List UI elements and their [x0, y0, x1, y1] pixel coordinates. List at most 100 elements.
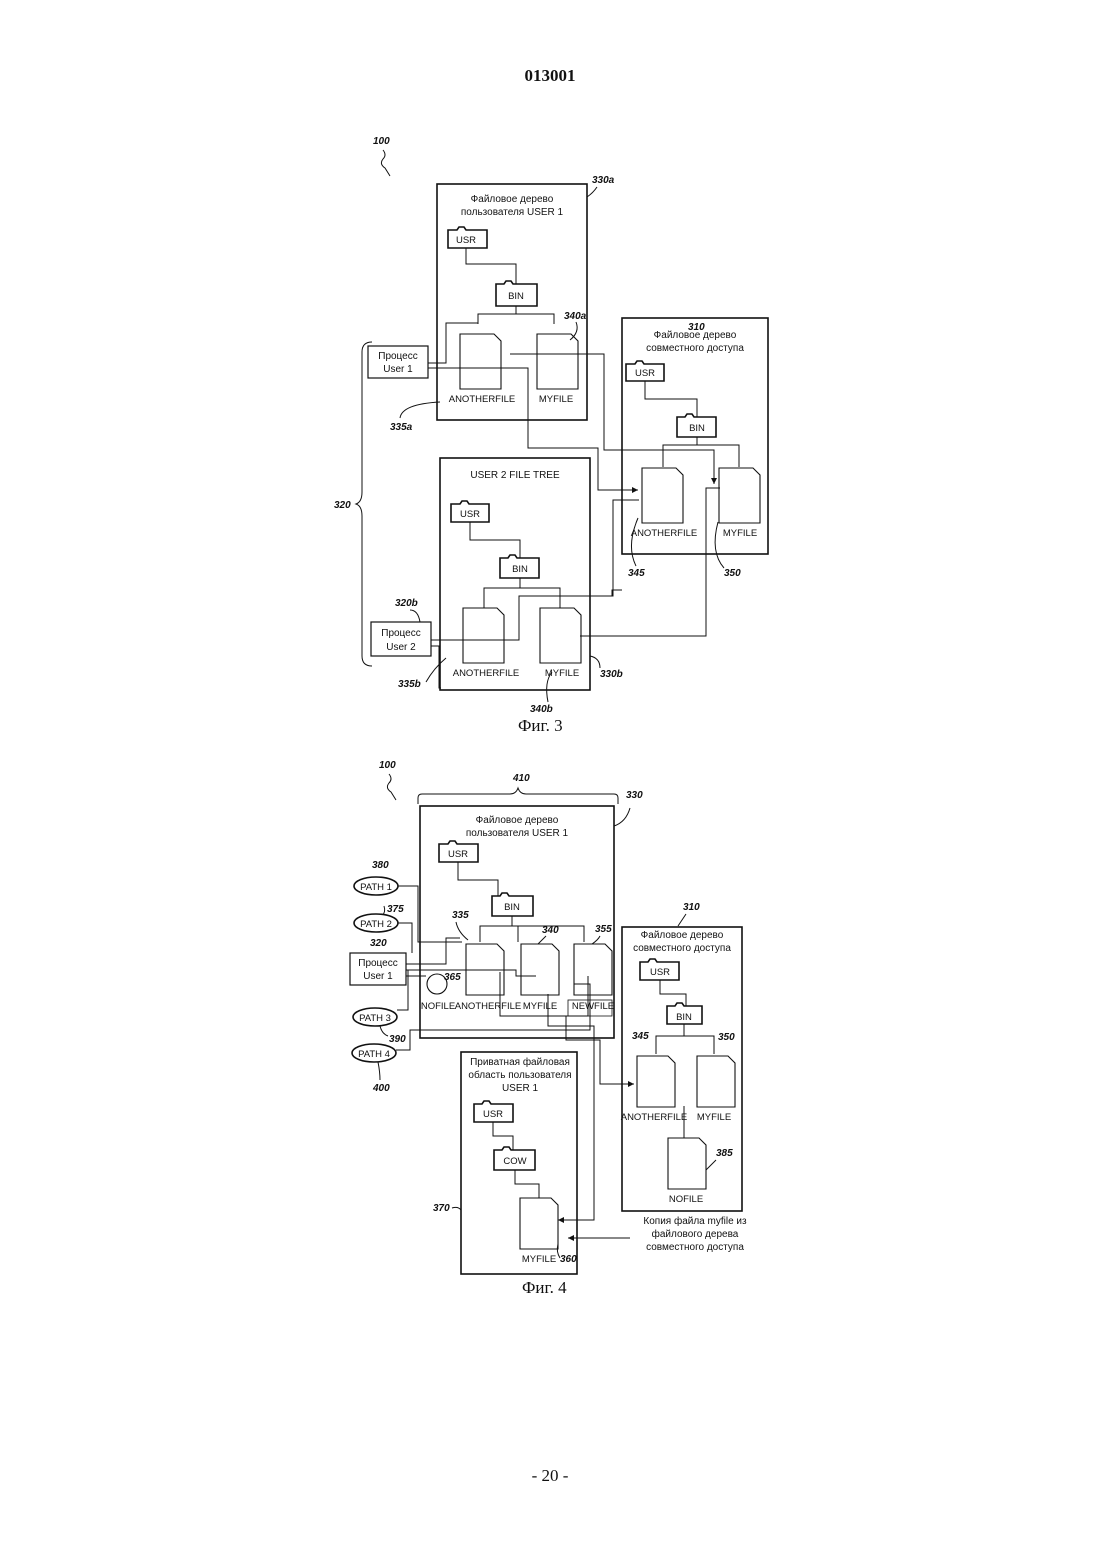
fig3-user1-anotherfile-label: ANOTHERFILE [449, 394, 516, 405]
fig3-user1-myfile-label: MYFILE [539, 394, 573, 405]
fig4-shared-tree-title-2: совместного доступа [633, 943, 731, 954]
fig3-shared-anotherfile-label: ANOTHERFILE [631, 528, 698, 539]
fig4-ref-410: 410 [512, 773, 530, 784]
fig3-process1-line2: User 1 [383, 364, 413, 375]
fig3-user2-bin-label: BIN [512, 564, 528, 575]
fig4-ref-340: 340 [542, 925, 559, 936]
fig4-private-title-3: USER 1 [502, 1083, 539, 1094]
fig3-shared-myfile-icon [719, 468, 760, 523]
fig3-user1-tree-title-2: пользователя USER 1 [461, 207, 564, 218]
fig4-ref-370: 370 [433, 1203, 450, 1214]
fig3-ref-320b: 320b [395, 598, 418, 609]
fig3-ref-330b-leader [590, 656, 600, 668]
fig4-process-line2: User 1 [363, 971, 393, 982]
fig4-path1-label: PATH 1 [360, 882, 392, 893]
fig4-ref-360: 360 [560, 1254, 577, 1265]
fig3-caption: Фиг. 3 [518, 716, 563, 736]
fig4-private-myfile-icon [520, 1198, 558, 1249]
fig4-line-path2 [398, 923, 412, 953]
fig4-shared-myfile-label: MYFILE [697, 1112, 731, 1123]
fig4-user1-anotherfile-label: ANOTHERFILE [455, 1001, 522, 1012]
fig3-user2-usr-label: USR [460, 509, 480, 520]
fig4-ref-390-leader [380, 1026, 388, 1036]
fig4-ref-350: 350 [718, 1032, 735, 1043]
fig3-line-p2-to-anotherfile [431, 646, 441, 688]
fig3-user2-tree-title: USER 2 FILE TREE [470, 470, 560, 481]
fig4-user1-newfile-label: NEWFILE [572, 1001, 614, 1012]
fig3-shared-usr-label: USR [635, 368, 655, 379]
fig3-ref-320b-leader [410, 610, 420, 622]
fig4-copy-note-1: Копия файла myfile из [643, 1215, 747, 1227]
fig4-user1-newfile-icon [574, 944, 612, 995]
fig3-shared-tree-title-2: совместного доступа [646, 343, 744, 354]
fig4-ref-100: 100 [379, 760, 396, 771]
fig4-user1-tree-title-1: Файловое дерево [476, 815, 559, 826]
fig4-shared-anotherfile-label: ANOTHERFILE [621, 1112, 688, 1123]
fig4-path4-label: PATH 4 [358, 1049, 390, 1060]
fig3-user1-myfile-icon [537, 334, 578, 389]
fig4-ref-400: 400 [372, 1083, 390, 1094]
fig3-ref-330a: 330a [592, 175, 615, 186]
fig3-shared-anotherfile-icon [642, 468, 683, 523]
fig4-private-cow-label: COW [503, 1156, 526, 1167]
fig3-ref-100: 100 [373, 136, 390, 147]
page-number: - 20 - [0, 1466, 1100, 1486]
fig4-ref-370-leader [452, 1207, 461, 1210]
fig3-ref-340a: 340a [564, 311, 587, 322]
fig4-ref-355: 355 [595, 924, 612, 935]
fig3-ref-320: 320 [334, 500, 351, 511]
figure-3: 100 Файловое дерево пользователя USER 1 … [334, 136, 768, 715]
fig4-ref-330-leader [614, 808, 630, 826]
fig4-ref-100-squiggle [387, 774, 396, 800]
fig3-ref-330a-leader [587, 187, 597, 197]
fig4-ref-335: 335 [452, 910, 469, 921]
fig4-user1-usr-label: USR [448, 849, 468, 860]
fig3-process-group-brace [356, 342, 372, 666]
fig4-ref-365: 365 [444, 972, 461, 983]
fig4-private-title-2: область пользователя [468, 1069, 571, 1081]
fig3-ref-335a-leader [400, 402, 440, 418]
fig4-process-line1: Процесс [358, 958, 398, 969]
fig4-ref-345: 345 [632, 1031, 649, 1042]
fig4-ref-390: 390 [389, 1034, 406, 1045]
fig3-shared-myfile-label: MYFILE [723, 528, 757, 539]
fig3-user2-anotherfile-label: ANOTHERFILE [453, 668, 520, 679]
fig3-ref-340b: 340b [530, 704, 553, 715]
fig4-shared-usr-label: USR [650, 967, 670, 978]
fig4-ref-385: 385 [716, 1148, 733, 1159]
fig4-ref-320: 320 [370, 938, 387, 949]
fig4-copy-note-2: файлового дерева [652, 1228, 739, 1240]
fig3-user2-myfile-label: MYFILE [545, 668, 579, 679]
fig3-user1-usr-label: USR [456, 235, 476, 246]
fig3-process2-line2: User 2 [386, 642, 416, 653]
fig4-shared-nofile-icon [668, 1138, 706, 1189]
fig4-shared-nofile-label: NOFILE [669, 1194, 703, 1205]
fig4-user1-nofile-label: NOFILE [421, 1001, 455, 1012]
fig4-ref-310-leader [678, 914, 686, 926]
fig4-user1-myfile-icon [521, 944, 559, 995]
fig3-shared-bin-label: BIN [689, 423, 705, 434]
fig4-user1-myfile-label: MYFILE [523, 1001, 557, 1012]
fig4-user1-tree-title-2: пользователя USER 1 [466, 828, 569, 839]
fig4-path2-label: PATH 2 [360, 919, 392, 930]
fig4-ref-330: 330 [626, 790, 643, 801]
fig4-ref-400-leader [378, 1062, 380, 1080]
fig4-private-usr-label: USR [483, 1109, 503, 1120]
figure-4: 100 410 330 Файловое дерево пользователя… [350, 760, 747, 1274]
fig4-ref-375: 375 [387, 904, 404, 915]
fig4-caption: Фиг. 4 [522, 1278, 567, 1298]
fig4-private-title-1: Приватная файловая [470, 1056, 570, 1068]
fig3-user1-tree-title-1: Файловое дерево [471, 194, 554, 205]
fig4-copy-note-3: совместного доступа [646, 1242, 744, 1253]
fig3-process1-line1: Процесс [378, 351, 418, 362]
fig4-shared-anotherfile-icon [637, 1056, 675, 1107]
fig3-process2-line1: Процесс [381, 628, 421, 639]
fig4-private-myfile-label: MYFILE [522, 1254, 556, 1265]
fig3-user2-myfile-icon [540, 608, 581, 663]
fig3-ref-100-squiggle [381, 150, 390, 176]
fig4-shared-bin-label: BIN [676, 1012, 692, 1023]
fig3-user2-anotherfile-icon [463, 608, 504, 663]
fig3-ref-350: 350 [724, 568, 741, 579]
fig3-ref-310: 310 [688, 322, 705, 333]
